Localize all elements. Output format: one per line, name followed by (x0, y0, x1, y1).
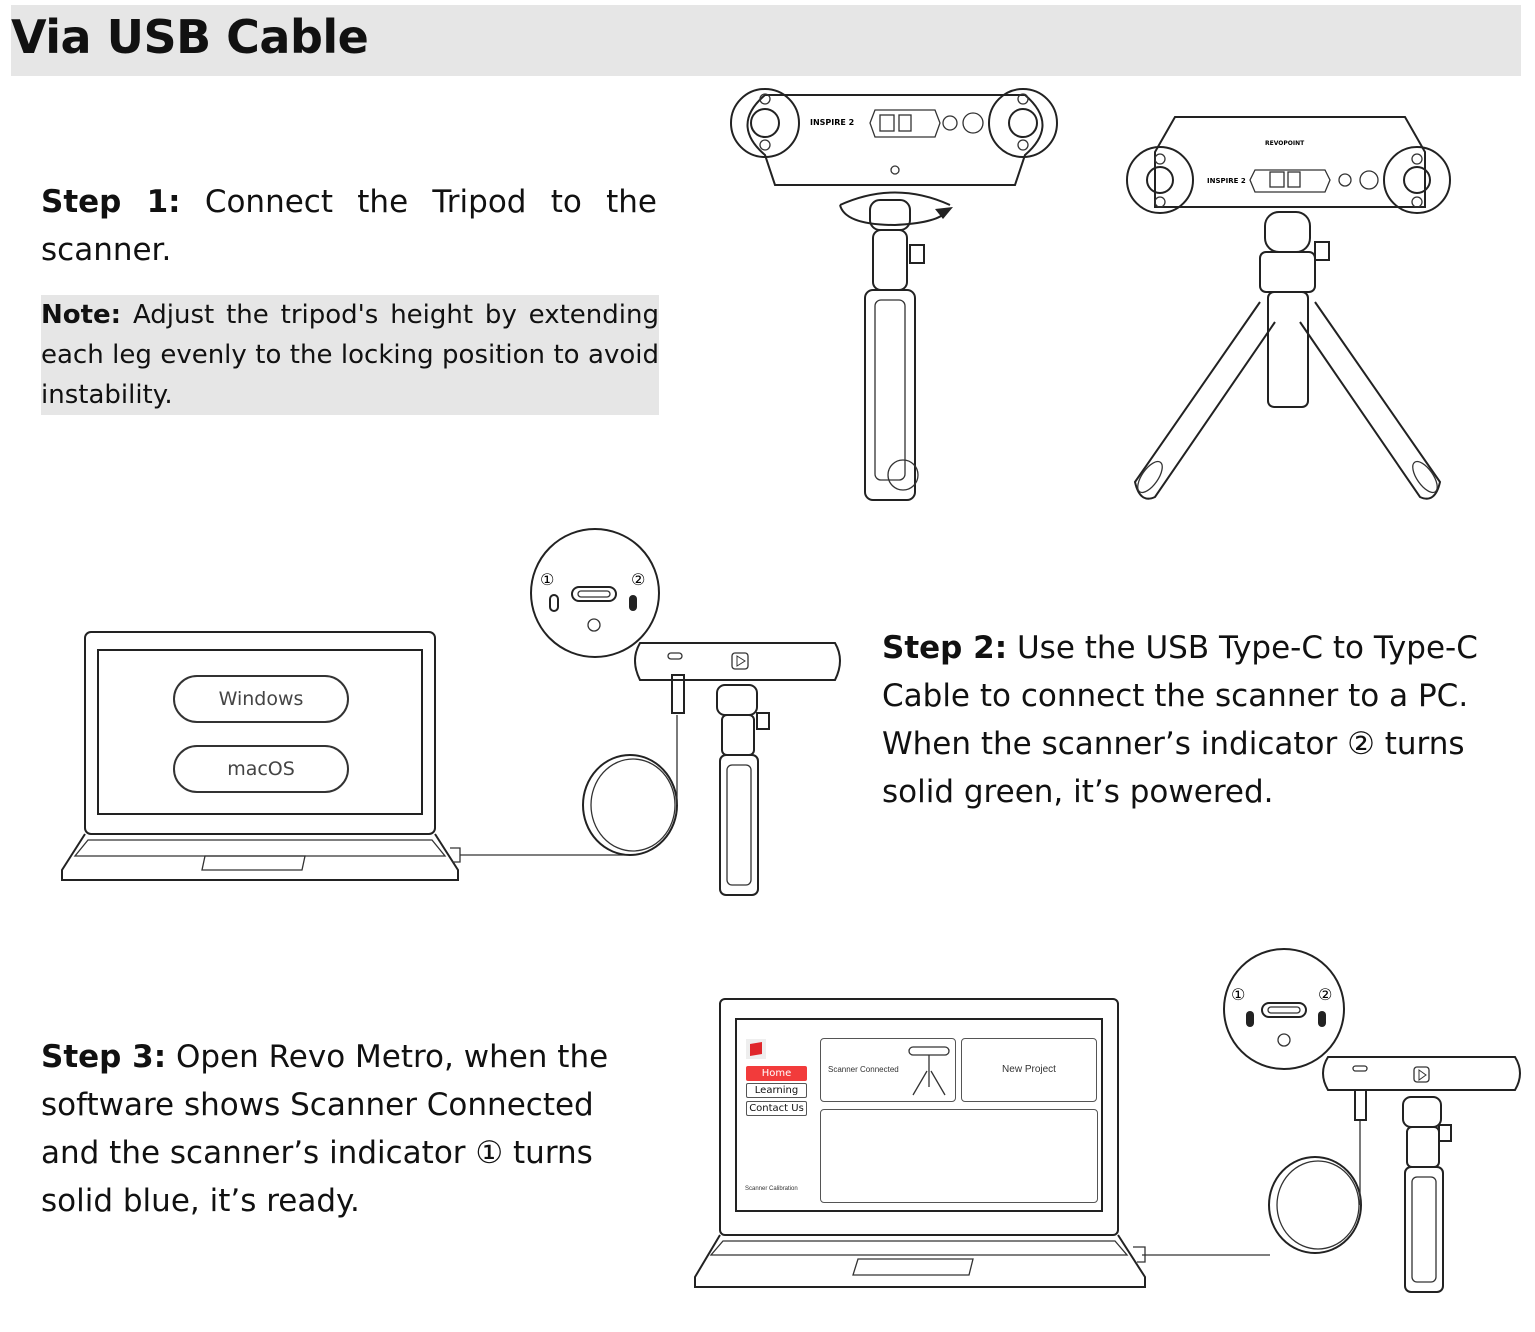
step-1-text: Step 1: Connect the Tripod to the scanne… (41, 178, 657, 274)
note-box: Note: Adjust the tripod's height by exte… (41, 295, 659, 415)
macos-button[interactable]: macOS (173, 745, 349, 793)
heading-band (11, 5, 1521, 76)
note-label: Note: (41, 300, 122, 330)
scanner-on-tripod-illustration: REVOPOINT INSPIRE 2 (1126, 116, 1451, 500)
scanner-brand-label: REVOPOINT (1265, 140, 1305, 147)
nav-learning[interactable]: Learning (746, 1083, 807, 1098)
step-3-text: Step 3: Open Revo Metro, when the softwa… (41, 1033, 621, 1225)
laptop-app-illustration (694, 998, 1146, 1288)
nav-contact-us[interactable]: Contact Us (746, 1101, 807, 1116)
indicator-1-label: ① (1231, 985, 1245, 1004)
usb-cable-illustration-2: ① ② (1142, 948, 1521, 1293)
scanner-model-label: INSPIRE 2 (810, 118, 854, 127)
step-3-label: Step 3: (41, 1039, 167, 1075)
note-body: Adjust the tripod's height by extending … (41, 300, 659, 410)
new-project-label: New Project (1002, 1064, 1056, 1075)
app-logo (746, 1039, 766, 1059)
nav-home[interactable]: Home (746, 1066, 807, 1081)
content-panel (820, 1109, 1098, 1203)
scanner-connected-card[interactable]: Scanner Connected (820, 1038, 956, 1102)
indicator-2-label: ② (1318, 985, 1332, 1004)
step-2-body: Use the USB Type-C to Type-C Cable to co… (882, 630, 1478, 810)
windows-button[interactable]: Windows (173, 675, 349, 723)
step-1-body: Connect the Tripod to the scanner. (41, 184, 657, 268)
usb-cable-illustration: ① ② (460, 528, 841, 896)
scanner-model-label: INSPIRE 2 (1207, 177, 1246, 185)
page-title: Via USB Cable (11, 10, 369, 64)
scanner-tripod-thumbnail-icon (908, 1046, 950, 1096)
indicator-2-label: ② (631, 570, 645, 589)
laptop-illustration (61, 631, 461, 881)
step-1-label: Step 1: (41, 184, 181, 220)
step-2-text: Step 2: Use the USB Type-C to Type-C Cab… (882, 624, 1494, 816)
scanner-tripod-attach-illustration: INSPIRE 2 (730, 88, 1058, 501)
indicator-1-label: ① (540, 570, 554, 589)
scanner-connected-label: Scanner Connected (828, 1065, 899, 1074)
step-3-body: Open Revo Metro, when the software shows… (41, 1039, 609, 1219)
step-2-label: Step 2: (882, 630, 1008, 666)
scanner-calibration-link[interactable]: Scanner Calibration (745, 1186, 798, 1192)
new-project-card[interactable]: New Project (961, 1038, 1097, 1102)
